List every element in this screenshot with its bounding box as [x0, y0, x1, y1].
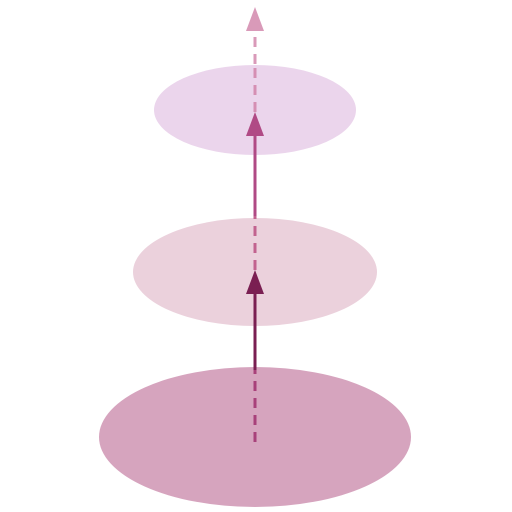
middle-to-top-arrowhead: [246, 112, 264, 136]
top-outward-arrowhead: [246, 7, 264, 31]
bottom-to-middle-arrowhead: [246, 270, 264, 294]
